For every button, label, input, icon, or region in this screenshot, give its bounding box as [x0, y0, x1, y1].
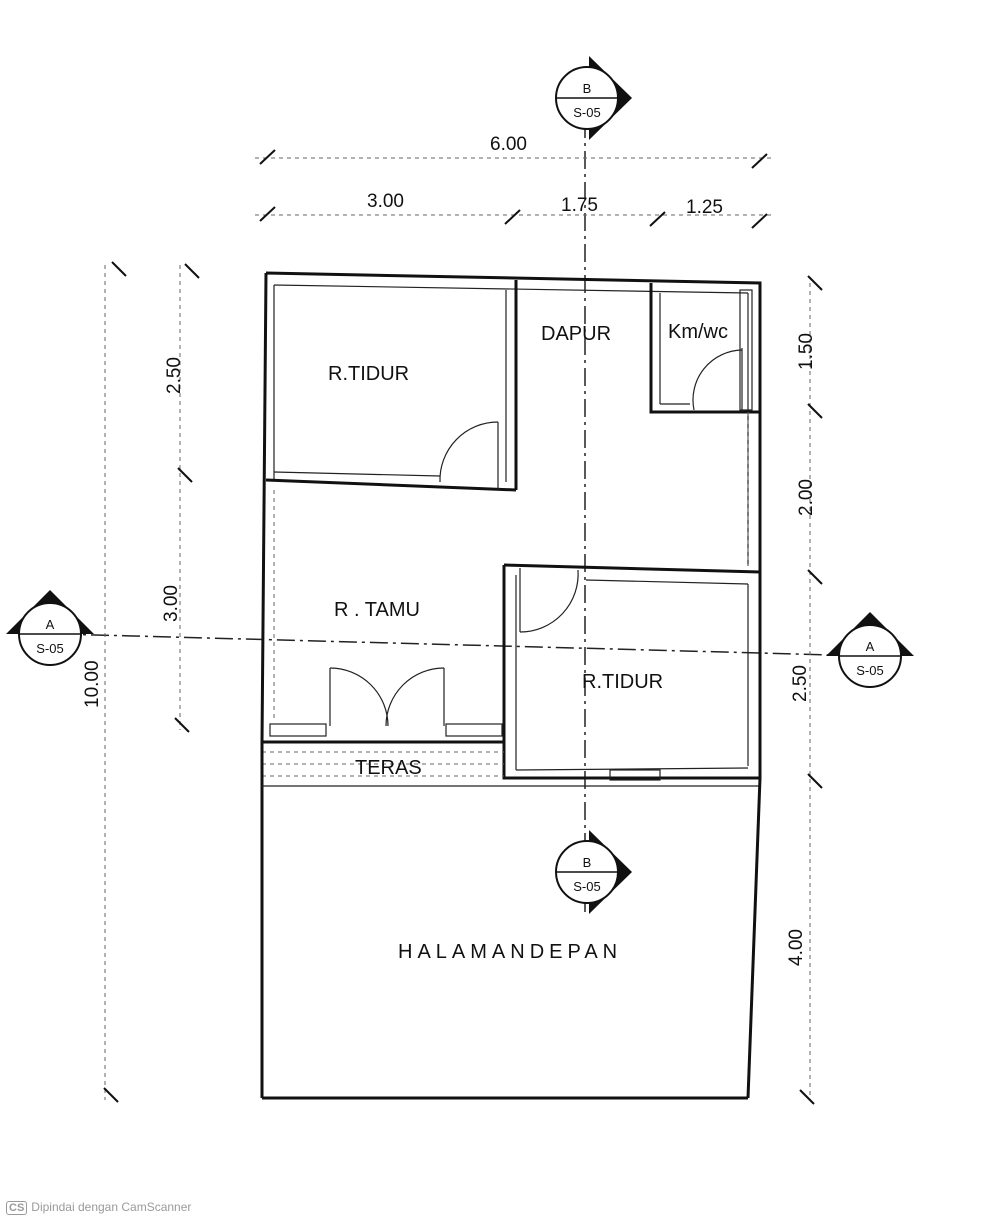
- marker-b-top-sheet: S-05: [573, 105, 600, 120]
- dimension-ticks: [103, 149, 823, 1105]
- dim-top-right: 1.25: [686, 197, 723, 218]
- dim-left-lower: 3.00: [161, 585, 182, 622]
- dim-left-total: 10.00: [82, 660, 103, 708]
- dim-right-4: 4.00: [786, 929, 807, 966]
- marker-b-top-letter: B: [583, 81, 592, 96]
- section-marker-b-top: B S-05: [555, 56, 632, 140]
- doors: [329, 348, 743, 727]
- watermark-text: Dipindai dengan CamScanner: [31, 1200, 192, 1214]
- section-axis-a: [59, 633, 871, 657]
- camscanner-badge: CS: [6, 1201, 28, 1215]
- marker-a-right-sheet: S-05: [856, 663, 883, 678]
- building-walls: [260, 271, 762, 780]
- marker-a-right-letter: A: [866, 639, 875, 654]
- room-label-terrace: TERAS: [355, 757, 422, 779]
- section-marker-a-left: A S-05: [6, 590, 94, 666]
- dim-top-mid: 1.75: [561, 195, 598, 216]
- marker-a-left-letter: A: [46, 617, 55, 632]
- section-marker-a-right: A S-05: [826, 612, 914, 688]
- marker-a-left-sheet: S-05: [36, 641, 63, 656]
- dim-right-2: 2.00: [796, 479, 817, 516]
- marker-b-bottom-sheet: S-05: [573, 879, 600, 894]
- dim-top-total: 6.00: [490, 134, 527, 155]
- dim-left-upper: 2.50: [164, 357, 185, 394]
- dimension-lines: [104, 157, 811, 1100]
- dim-top-left: 3.00: [367, 191, 404, 212]
- room-label-bedroom-2: R.TIDUR: [582, 671, 663, 693]
- room-label-bathroom: Km/wc: [668, 321, 728, 343]
- dim-right-3: 2.50: [790, 665, 811, 702]
- section-marker-b-bottom: B S-05: [555, 830, 632, 914]
- room-label-living-room: R . TAMU: [334, 599, 420, 621]
- room-label-front-yard: HALAMANDEPAN: [398, 941, 622, 963]
- marker-b-bottom-letter: B: [583, 855, 592, 870]
- terrace-yard: [260, 742, 762, 1100]
- room-label-kitchen: DAPUR: [541, 323, 611, 345]
- windows: [269, 289, 753, 781]
- dim-right-1: 1.50: [796, 333, 817, 370]
- room-label-bedroom-1: R.TIDUR: [328, 363, 409, 385]
